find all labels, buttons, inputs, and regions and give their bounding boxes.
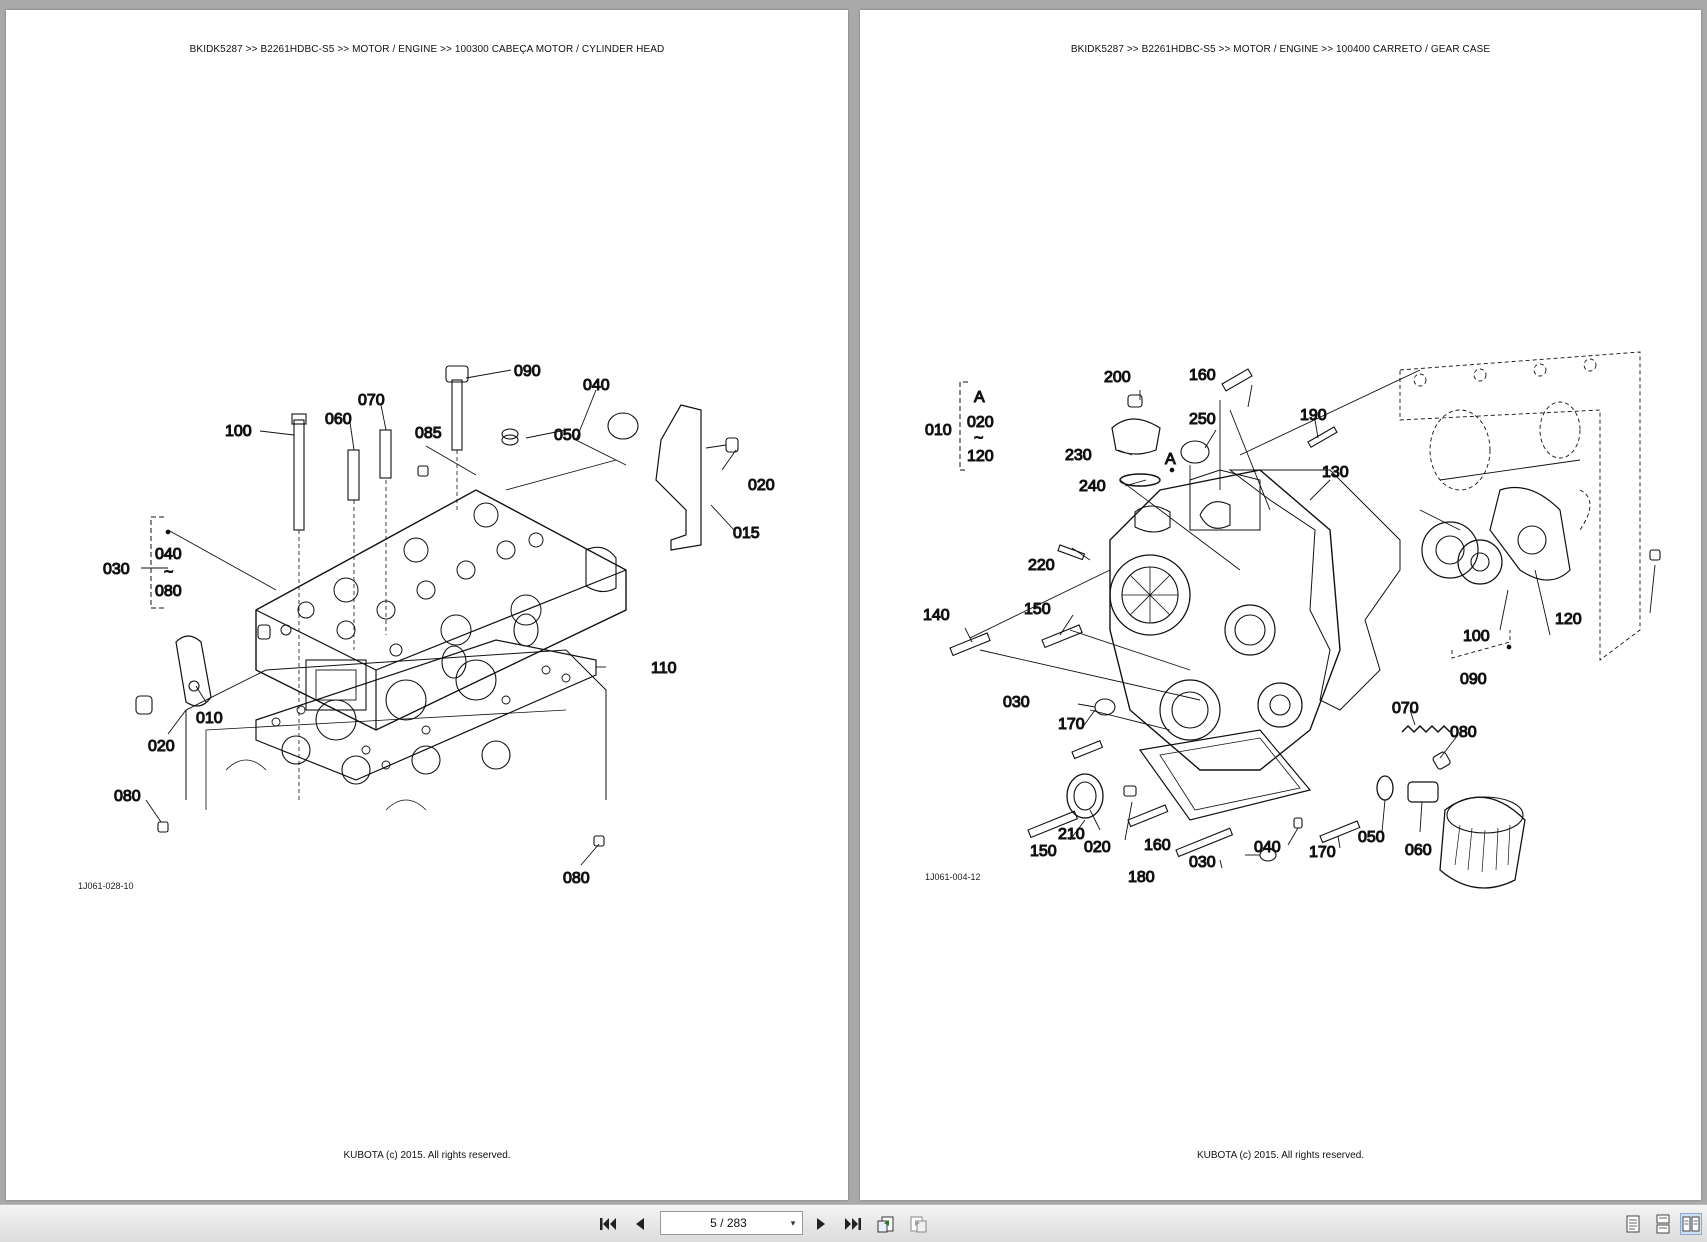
callout-label: 170 xyxy=(1058,716,1085,733)
callout-label: 220 xyxy=(1028,557,1055,574)
callout-label: 120 xyxy=(1555,611,1582,628)
first-page-icon xyxy=(600,1218,616,1230)
page-number-field[interactable]: 5 / 283 ▾ xyxy=(660,1211,803,1235)
callout-label: 160 xyxy=(1144,837,1171,854)
callout-label: A xyxy=(974,389,985,406)
callout-label: 020 xyxy=(1084,839,1111,856)
go-forward-icon xyxy=(910,1216,927,1233)
callout-label: 080 xyxy=(563,870,590,887)
go-forward-button[interactable] xyxy=(907,1213,929,1235)
facing-view-button[interactable] xyxy=(1680,1213,1702,1235)
callout-label: 090 xyxy=(1460,671,1487,688)
callout-label: 010 xyxy=(196,710,223,727)
callout-label: 080 xyxy=(1450,724,1477,741)
page-left: BKIDK5287 >> B2261HDBC-S5 >> MOTOR / ENG… xyxy=(6,10,848,1200)
callout-label: 060 xyxy=(325,411,352,428)
callout-label: 070 xyxy=(358,392,385,409)
continuous-view-button[interactable] xyxy=(1652,1213,1674,1235)
callout-label: 090 xyxy=(514,363,541,380)
callout-label: 200 xyxy=(1104,369,1131,386)
gear-case-diagram: 200 160 010 A 020 ~ 120 250 190 230 A 24… xyxy=(922,351,1661,889)
callout-label: 030 xyxy=(103,561,130,578)
callout-label: 080 xyxy=(155,583,182,600)
next-page-button[interactable] xyxy=(810,1213,832,1235)
callout-label: 160 xyxy=(1189,367,1216,384)
callout-label: 050 xyxy=(1358,829,1385,846)
callout-label: 190 xyxy=(1300,407,1327,424)
first-page-button[interactable] xyxy=(597,1213,619,1235)
callout-label: 020 xyxy=(148,738,175,755)
figure-code: 1J061-004-12 xyxy=(925,872,981,882)
callout-label: ~ xyxy=(974,430,983,447)
callout-label: 150 xyxy=(1024,601,1051,618)
callout-label: A xyxy=(1165,451,1176,468)
callout-label: 100 xyxy=(225,423,252,440)
chevron-down-icon[interactable]: ▾ xyxy=(790,1217,796,1228)
next-page-icon xyxy=(817,1218,825,1230)
page-indicator: 5 / 283 xyxy=(710,1216,747,1230)
callout-label: 070 xyxy=(1392,700,1419,717)
callout-label: 020 xyxy=(748,477,775,494)
callout-label: 250 xyxy=(1189,411,1216,428)
callout-label: 060 xyxy=(1405,842,1432,859)
prev-page-icon xyxy=(636,1218,644,1230)
page-right: BKIDK5287 >> B2261HDBC-S5 >> MOTOR / ENG… xyxy=(860,10,1701,1200)
page-footer: KUBOTA (c) 2015. All rights reserved. xyxy=(1196,1150,1365,1161)
callout-label: 020 xyxy=(967,414,994,431)
continuous-view-icon xyxy=(1656,1214,1670,1234)
facing-view-icon xyxy=(1682,1216,1700,1232)
last-page-button[interactable] xyxy=(842,1213,864,1235)
last-page-icon xyxy=(845,1218,861,1230)
callout-label: 120 xyxy=(967,448,994,465)
callout-label: 100 xyxy=(1463,628,1490,645)
callout-label: 230 xyxy=(1065,447,1092,464)
page-footer: KUBOTA (c) 2015. All rights reserved. xyxy=(343,1150,511,1161)
callout-label: 040 xyxy=(583,377,610,394)
callout-label: 140 xyxy=(923,607,950,624)
callout-label: 080 xyxy=(114,788,141,805)
single-page-view-icon xyxy=(1626,1215,1640,1233)
callout-label: 170 xyxy=(1309,844,1336,861)
callout-label: 150 xyxy=(1030,843,1057,860)
callout-label: 030 xyxy=(1189,854,1216,871)
callout-label: 015 xyxy=(733,525,760,542)
callout-label: 180 xyxy=(1128,869,1155,886)
cylinder-head-diagram: 100 060 070 090 040 085 050 020 015 030 … xyxy=(102,362,775,887)
callout-label: 050 xyxy=(554,427,581,444)
callout-label: 030 xyxy=(1003,694,1030,711)
callout-label: ~ xyxy=(164,564,173,581)
go-back-button[interactable] xyxy=(875,1213,897,1235)
callout-label: 210 xyxy=(1058,826,1085,843)
go-back-icon xyxy=(877,1216,894,1233)
prev-page-button[interactable] xyxy=(629,1213,651,1235)
single-page-view-button[interactable] xyxy=(1622,1213,1644,1235)
navigation-toolbar: 5 / 283 ▾ xyxy=(0,1204,1707,1242)
callout-label: 085 xyxy=(415,425,442,442)
callout-label: 130 xyxy=(1322,464,1349,481)
callout-label: 240 xyxy=(1079,478,1106,495)
callout-label: 110 xyxy=(651,660,677,677)
document-viewer[interactable]: BKIDK5287 >> B2261HDBC-S5 >> MOTOR / ENG… xyxy=(0,0,1707,1204)
callout-label: 010 xyxy=(925,422,952,439)
page-header: BKIDK5287 >> B2261HDBC-S5 >> MOTOR / ENG… xyxy=(189,44,665,55)
callout-label: 040 xyxy=(155,546,182,563)
figure-code: 1J061-028-10 xyxy=(78,881,134,891)
callout-label: 040 xyxy=(1254,839,1281,856)
page-header: BKIDK5287 >> B2261HDBC-S5 >> MOTOR / ENG… xyxy=(1070,44,1491,55)
